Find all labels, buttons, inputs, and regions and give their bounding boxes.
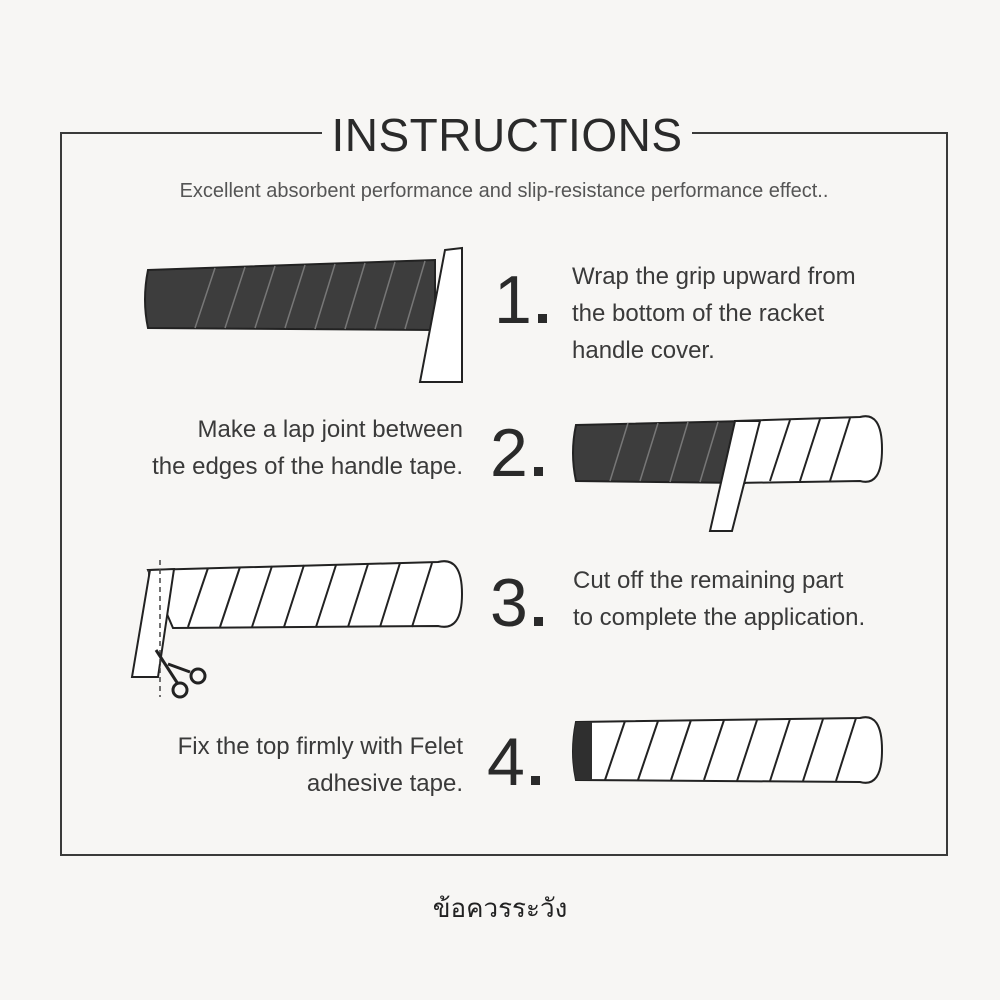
step-4-line-1: Fix the top firmly with Felet (177, 733, 463, 760)
step-4-illustration (572, 716, 884, 784)
step-4-number: 4 (487, 727, 540, 797)
step-1-line-3: handle cover. (572, 337, 715, 364)
step-2-line-1: Make a lap joint between (197, 416, 464, 443)
scissors-icon (154, 649, 207, 699)
step-2-text: Make a lap joint between the edges of th… (152, 411, 463, 485)
step-4-dot (530, 776, 540, 785)
step-2-line-2: the edges of the handle tape. (152, 453, 463, 480)
step-2-number: 2 (490, 418, 543, 488)
step-3-illustration (130, 560, 464, 699)
page-title: INSTRUCTIONS (322, 105, 692, 165)
step-4-text: Fix the top firmly with Felet adhesive t… (178, 728, 463, 802)
step-3-line-1: Cut off the remaining part (573, 567, 844, 594)
step-1-dot (537, 314, 547, 323)
step-1-number: 1 (494, 265, 547, 335)
step-3-dot (533, 617, 543, 626)
step-3-text: Cut off the remaining part to complete t… (573, 562, 865, 636)
step-2-dot (533, 467, 543, 476)
step-3-line-2: to complete the application. (573, 604, 866, 631)
step-1-line-1: Wrap the grip upward from (572, 263, 856, 290)
step-2-illustration (572, 415, 884, 532)
step-4-line-2: adhesive tape. (306, 770, 463, 797)
footer-caution: ข้อควรระวัง (432, 893, 568, 923)
step-1-text: Wrap the grip upward from the bottom of … (572, 258, 856, 369)
step-1-line-2: the bottom of the racket (572, 300, 825, 327)
step-1-illustration (144, 246, 463, 383)
step-3-number: 3 (490, 568, 543, 638)
subtitle: Excellent absorbent performance and slip… (179, 180, 829, 202)
